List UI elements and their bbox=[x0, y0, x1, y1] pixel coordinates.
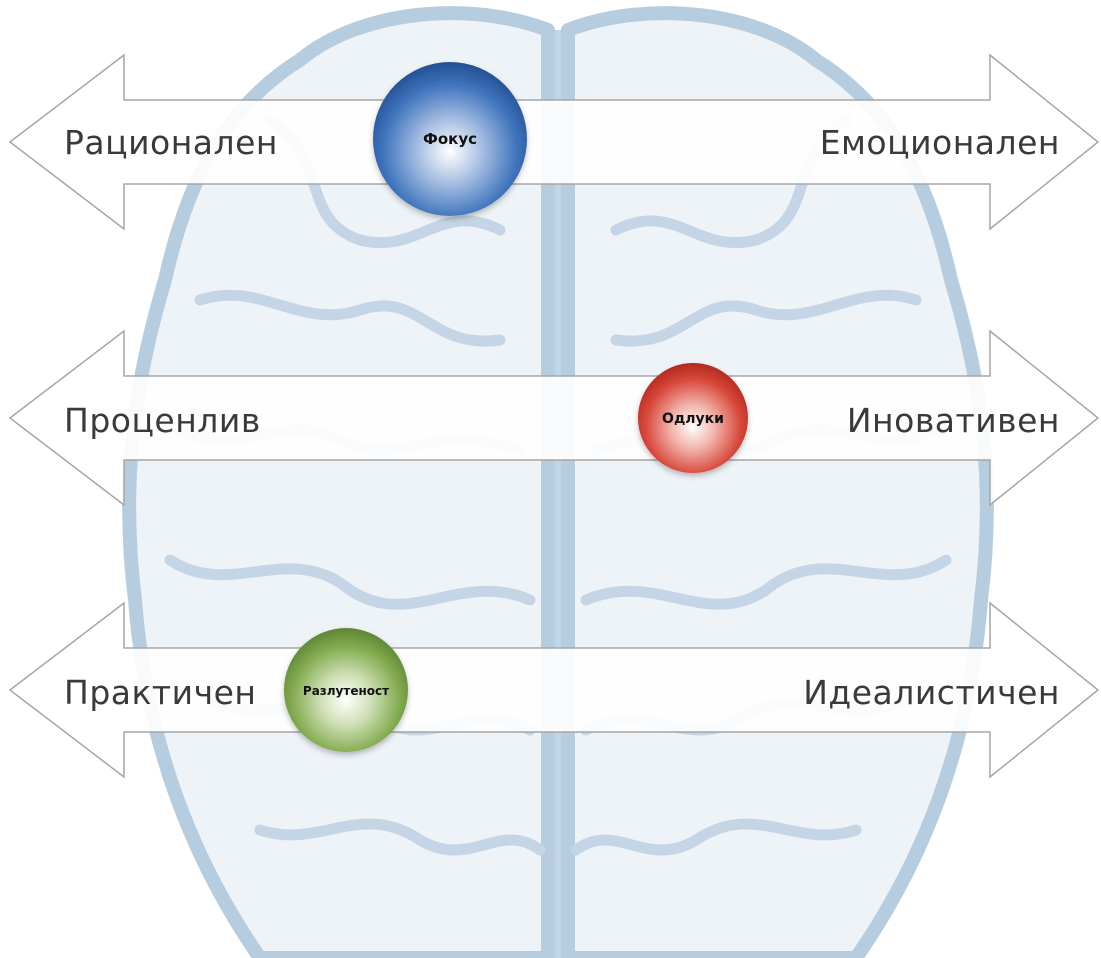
label-appraising: Проценлив bbox=[64, 401, 261, 440]
label-practical: Практичен bbox=[64, 673, 256, 712]
node-focus-label: Фокус bbox=[423, 130, 477, 148]
node-distraction-label: Разлутеност bbox=[303, 684, 389, 698]
node-distraction: Разлутеност bbox=[284, 628, 408, 752]
axis-arrows bbox=[8, 53, 1100, 779]
node-decisions-label: Одлуки bbox=[662, 411, 724, 427]
node-decisions-circle bbox=[638, 363, 748, 473]
arrow-appraising-innovative bbox=[8, 329, 1100, 507]
node-focus-circle bbox=[373, 62, 527, 216]
label-idealistic: Идеалистичен bbox=[803, 673, 1060, 712]
label-emotional: Емоционален bbox=[820, 123, 1060, 162]
label-innovative: Иновативен bbox=[847, 401, 1060, 440]
node-focus: Фокус bbox=[373, 62, 527, 216]
node-decisions: Одлуки bbox=[638, 363, 748, 473]
arrow-practical-idealistic bbox=[8, 601, 1100, 779]
node-distraction-circle bbox=[284, 628, 408, 752]
arrow-rational-emotional bbox=[8, 53, 1100, 231]
label-rational: Рационален bbox=[64, 123, 278, 162]
